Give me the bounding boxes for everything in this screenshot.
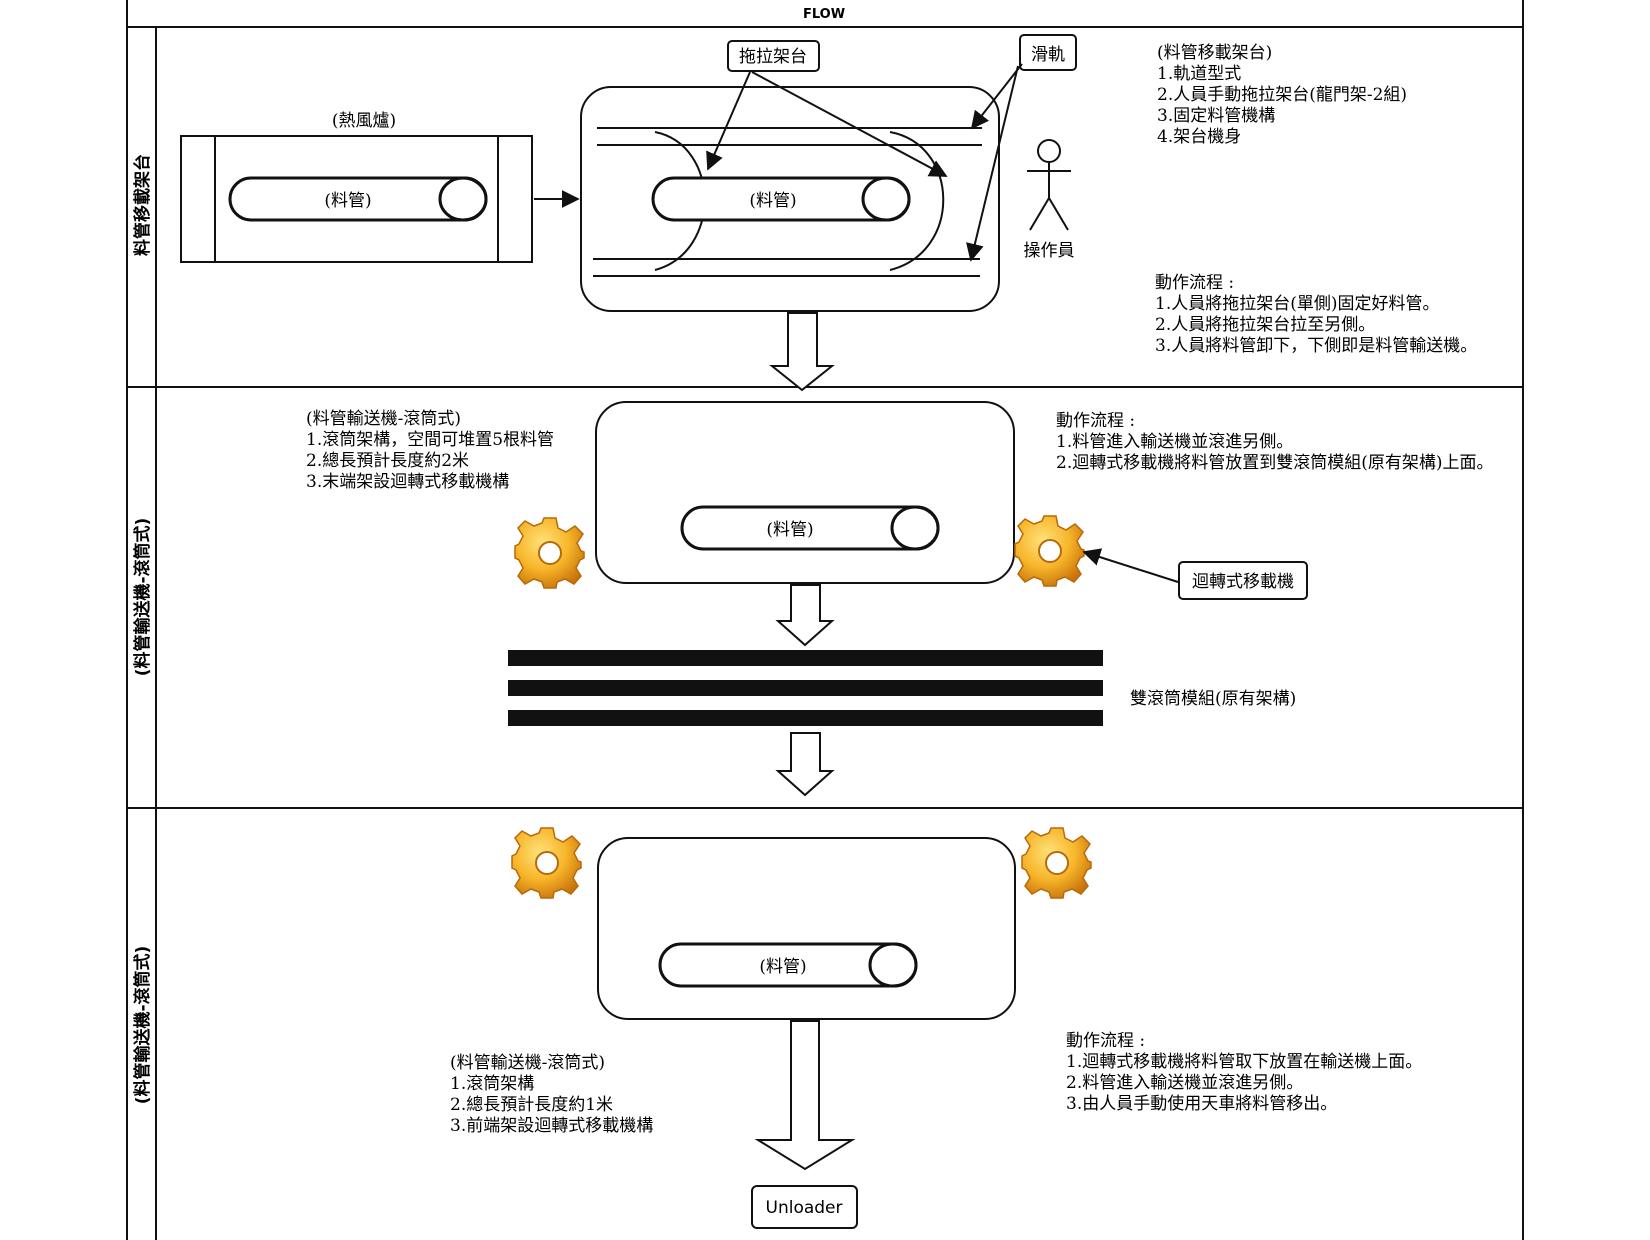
material-tube-oven: (料管): [228, 176, 488, 222]
gear-icon: [511, 827, 582, 899]
callout-drag-rack: 拖拉架台: [727, 40, 820, 72]
operator-label: 操作員: [1024, 241, 1075, 261]
spec-line: (料管輸送機-滾筒式): [306, 409, 461, 429]
flow-line: 3.人員將料管卸下，下側即是料管輸送機。: [1155, 336, 1477, 356]
pointer-rail-upper: [970, 63, 1023, 130]
flow-line: 2.料管進入輸送機並滾進另側。: [1066, 1073, 1303, 1093]
spec-line: (料管移載架台): [1157, 43, 1272, 63]
roller-conveyor-2-flow: 動作流程 : 1.迴轉式移載機將料管取下放置在輸送機上面。 2.料管進入輸送機並…: [1066, 1031, 1422, 1114]
callout-rail: 滑軌: [1019, 34, 1077, 71]
spec-line: 3.固定料管機構: [1157, 106, 1275, 126]
lane-label-transfer-rack: 料管移載架台: [132, 154, 153, 256]
callout-rotary-transfer-label: 迴轉式移載機: [1192, 572, 1294, 592]
flow-arrow-1: [769, 312, 835, 392]
swimlane-frame: [126, 0, 1524, 1240]
hot-air-oven: [180, 135, 533, 263]
pointer-drag-left: [706, 71, 751, 171]
pointer-rail-lower: [966, 65, 1019, 262]
spec-line: 2.總長預計長度約1米: [450, 1095, 613, 1115]
roller-conveyor-2-spec: (料管輸送機-滾筒式) 1.滾筒架構 2.總長預計長度約1米 3.前端架設迴轉式…: [450, 1053, 653, 1136]
spec-line: 1.滾筒架構，空間可堆置5根料管: [306, 430, 554, 450]
tube-label-oven: (料管): [324, 191, 371, 211]
spec-line: 2.總長預計長度約2米: [306, 451, 469, 471]
pointer-drag-right: [751, 71, 948, 177]
transfer-rack-spec: (料管移載架台) 1.軌道型式 2.人員手動拖拉架台(龍門架-2組) 3.固定料…: [1157, 43, 1407, 147]
flow-line: 2.人員將拖拉架台拉至另側。: [1155, 315, 1375, 335]
spec-line: 3.前端架設迴轉式移載機構: [450, 1116, 653, 1136]
oven-label: (熱風爐): [332, 111, 396, 131]
unloader-box: Unloader: [751, 1185, 858, 1229]
material-tube-conveyor-2: (料管): [658, 942, 918, 988]
spec-line: 2.人員手動拖拉架台(龍門架-2組): [1157, 85, 1407, 105]
flow-line: 2.迴轉式移載機將料管放置到雙滾筒模組(原有架構)上面。: [1056, 453, 1493, 473]
stick-figure-icon: [1027, 139, 1071, 231]
roller-conveyor-box-2: [597, 837, 1016, 1020]
flow-line: 動作流程 :: [1066, 1031, 1145, 1051]
pointer-rotary-transfer: [1082, 548, 1179, 583]
transfer-rack: [580, 86, 1000, 312]
flow-arrow-2: [775, 584, 835, 647]
spec-line: 1.軌道型式: [1157, 64, 1241, 84]
gear-icon: [1014, 515, 1085, 587]
material-tube-conveyor: (料管): [680, 505, 940, 551]
flow-arrow-3: [775, 732, 835, 797]
spec-line: 4.架台機身: [1157, 127, 1241, 147]
flow-line: 1.人員將拖拉架台(單側)固定好料管。: [1155, 294, 1439, 314]
gear-icon: [1021, 827, 1092, 899]
flow-line: 動作流程 :: [1155, 273, 1234, 293]
callout-rail-label: 滑軌: [1031, 45, 1065, 65]
gear-icon: [514, 517, 585, 589]
roller-conveyor-flow: 動作流程 : 1.料管進入輸送機並滾進另側。 2.迴轉式移載機將料管放置到雙滾筒…: [1056, 411, 1493, 473]
spec-line: 1.滾筒架構: [450, 1074, 534, 1094]
material-tube-rack: (料管): [651, 176, 911, 222]
transfer-rack-flow: 動作流程 : 1.人員將拖拉架台(單側)固定好料管。 2.人員將拖拉架台拉至另側…: [1155, 273, 1477, 356]
flow-line: 1.迴轉式移載機將料管取下放置在輸送機上面。: [1066, 1052, 1422, 1072]
roller-conveyor-box: [595, 401, 1015, 584]
lane-label-roller-conveyor-1: (料管輸送機-滾筒式): [132, 518, 153, 677]
double-roller-module: [508, 650, 1103, 726]
unloader-label: Unloader: [766, 1198, 843, 1218]
flow-arrow-4: [754, 1020, 856, 1171]
tube-label-conveyor: (料管): [766, 520, 813, 540]
spec-line: (料管輸送機-滾筒式): [450, 1053, 605, 1073]
flow-line: 動作流程 :: [1056, 411, 1135, 431]
tube-label-conveyor-2: (料管): [759, 957, 806, 977]
roller-conveyor-spec: (料管輸送機-滾筒式) 1.滾筒架構，空間可堆置5根料管 2.總長預計長度約2米…: [306, 409, 554, 492]
spec-line: 3.末端架設迴轉式移載機構: [306, 472, 509, 492]
flow-line: 3.由人員手動使用天車將料管移出。: [1066, 1093, 1337, 1114]
callout-drag-rack-label: 拖拉架台: [739, 47, 807, 67]
lane-label-roller-conveyor-2: (料管輸送機-滾筒式): [132, 946, 153, 1105]
callout-rotary-transfer: 迴轉式移載機: [1178, 561, 1308, 600]
flow-line: 1.料管進入輸送機並滾進另側。: [1056, 432, 1293, 452]
tube-label-rack: (料管): [749, 191, 796, 211]
double-roller-module-label: 雙滾筒模組(原有架構): [1130, 689, 1296, 709]
page-title: FLOW: [803, 7, 845, 22]
